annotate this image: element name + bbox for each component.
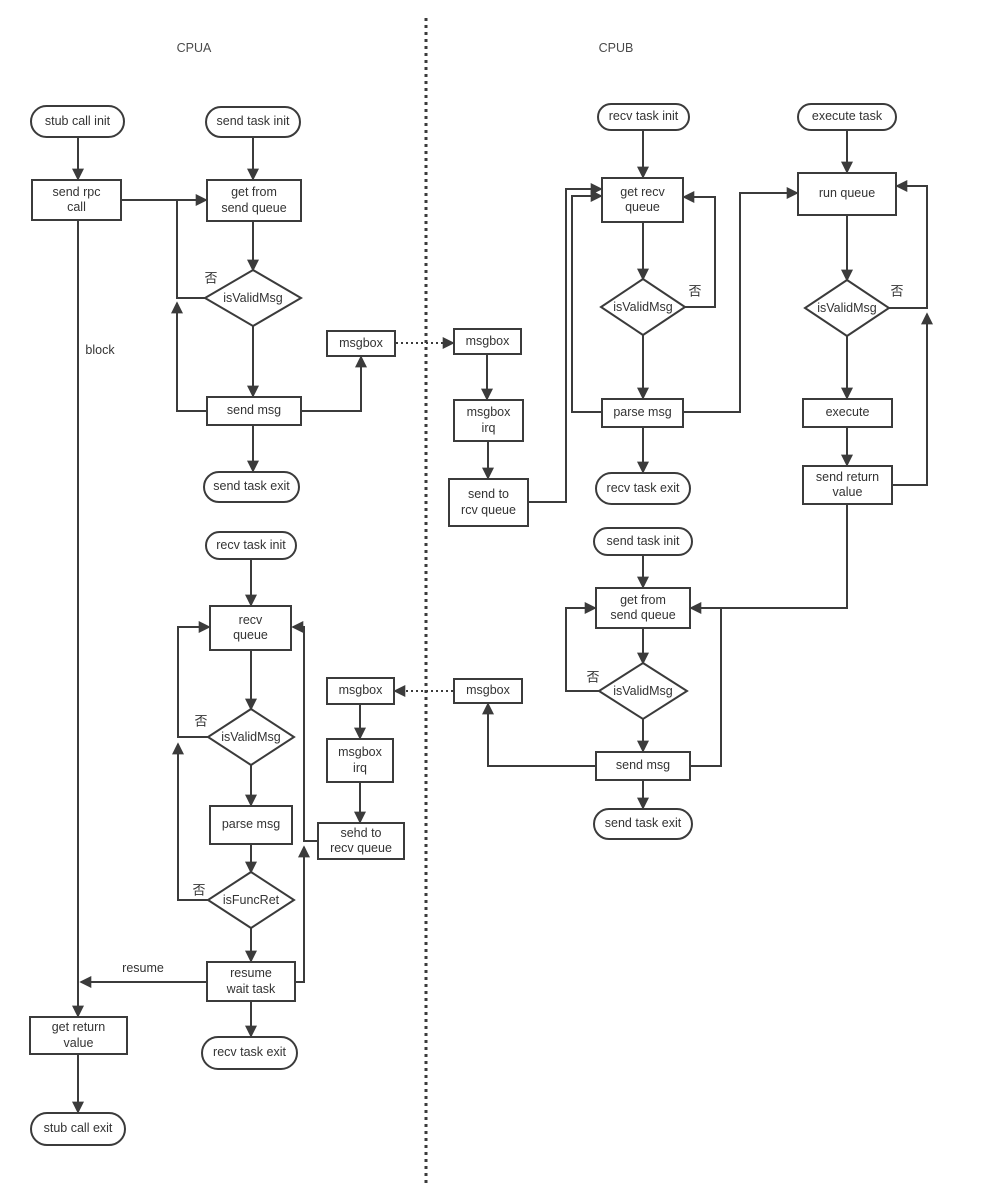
edge-send-rcv-to-get-recv [529, 183, 603, 503]
edge-no-funcret-loop [172, 742, 208, 901]
decision-shape-isvalidmsg-a-recv [206, 707, 296, 767]
edge-send-return-to-get-send-b [689, 505, 848, 614]
edge-sehd-to-recv-queue-loop [291, 621, 317, 842]
edge-no-a-recv-loop [177, 621, 211, 738]
edge-send-msg-a-loop-up [171, 301, 206, 412]
edge-no-b-run-loop [889, 180, 928, 309]
edge-send-msg-a-to-msgbox [302, 355, 367, 412]
edge-parse-b-left-loop [571, 190, 603, 413]
edge-no-b-send-loop [565, 602, 599, 692]
edge-parse-b-to-run-queue [684, 187, 799, 413]
decision-shape-isvalidmsg-b-send [597, 661, 689, 721]
decision-shape-isvalidmsg-b-recv [599, 277, 687, 337]
decision-shape-isfuncret [206, 870, 296, 930]
edge-send-msg-b-right-loop [691, 608, 722, 767]
decision-shape-isvalidmsg-b-run [803, 278, 891, 338]
decision-shape-isvalidmsg-a-send [203, 268, 303, 328]
edge-no-a-send-loop [176, 200, 205, 299]
edge-no-b-recv-loop [682, 191, 716, 308]
edge-send-return-right-loop [893, 312, 933, 486]
edge-resume-right-loop [296, 845, 310, 983]
edge-send-msg-b-to-msgbox [482, 702, 595, 767]
